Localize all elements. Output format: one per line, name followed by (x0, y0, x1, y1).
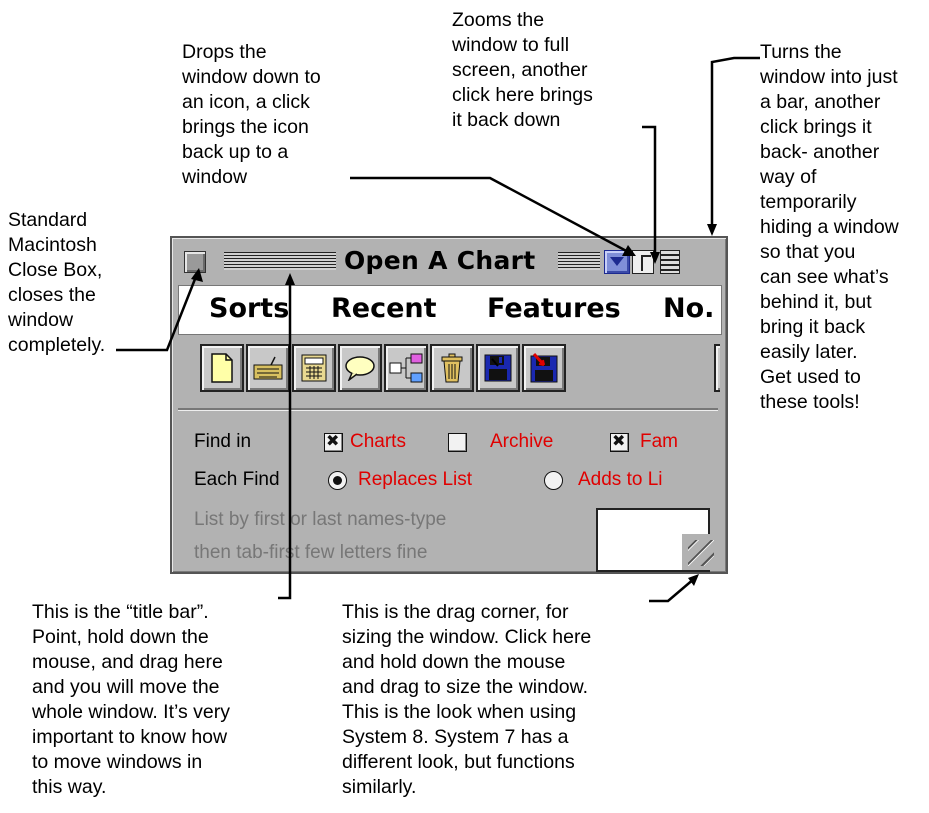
arrowhead-windowshade (707, 224, 717, 236)
flowchart-button[interactable] (384, 344, 428, 392)
size-box[interactable] (682, 534, 718, 570)
annotation-zoom: Zooms the window to full screen, another… (452, 9, 593, 131)
charts-label: Charts (350, 431, 406, 452)
title-bar[interactable]: Open A Chart (176, 242, 722, 280)
annotation-drag-corner: This is the drag corner, for sizing the … (342, 601, 592, 798)
leader-drag-corner (649, 577, 696, 603)
adds-to-list-radio[interactable] (544, 471, 563, 490)
more-tools-button[interactable] (714, 344, 720, 392)
fam-checkbox[interactable] (610, 431, 629, 452)
menu-recent[interactable]: Recent (331, 293, 437, 324)
leader-windowshade (710, 56, 760, 230)
open-a-chart-window: Open A Chart Sorts Recent Features No. (170, 236, 728, 574)
adds-to-list-label: Adds to Li (578, 469, 663, 490)
save-button[interactable] (476, 344, 520, 392)
speech-bubble-icon (345, 356, 375, 381)
toolbar (178, 341, 720, 403)
menu-sorts[interactable]: Sorts (209, 293, 290, 324)
zoom-button[interactable] (632, 250, 654, 274)
close-box[interactable] (184, 251, 206, 273)
archive-label: Archive (490, 431, 554, 452)
annotation-title-bar: This is the “title bar”. Point, hold dow… (32, 601, 230, 798)
divider (178, 408, 718, 410)
flowchart-icon (389, 353, 423, 383)
windowshade-button[interactable] (660, 250, 680, 274)
replaces-list-label: Replaces List (358, 469, 473, 490)
replaces-list-radio[interactable] (328, 471, 347, 490)
fam-label: Fam (640, 431, 678, 452)
each-find-label: Each Find (194, 469, 280, 490)
menu-bar: Sorts Recent Features No. (178, 285, 722, 335)
save-disk-icon (484, 354, 512, 382)
save-as-button[interactable] (522, 344, 566, 392)
trash-icon (441, 353, 463, 383)
charts-checkbox[interactable] (324, 431, 343, 452)
hint-line-1: List by first or last names-type (194, 509, 447, 530)
save-as-disk-icon (530, 353, 558, 383)
archive-checkbox[interactable] (448, 433, 467, 452)
calculator-icon (301, 354, 327, 382)
title-bar-stripes (224, 252, 336, 270)
menu-features[interactable]: Features (487, 293, 621, 324)
trash-button[interactable] (430, 344, 474, 392)
annotation-windowshade: Turns the window into just a bar, anothe… (760, 41, 899, 413)
keyboard-icon (253, 356, 283, 380)
new-document-button[interactable] (200, 344, 244, 392)
hint-line-2: then tab-first few letters fine (194, 542, 428, 563)
new-document-icon (211, 353, 233, 383)
arrowhead-drag-corner (688, 574, 699, 586)
find-in-label: Find in (194, 431, 252, 452)
calculator-button[interactable] (292, 344, 336, 392)
window-title: Open A Chart (344, 246, 536, 275)
menu-no[interactable]: No. (663, 293, 715, 324)
speech-bubble-button[interactable] (338, 344, 382, 392)
collapse-button[interactable] (604, 250, 630, 274)
title-bar-stripes (558, 252, 600, 270)
keyboard-button[interactable] (246, 344, 290, 392)
annotation-close-box: Standard Macintosh Close Box, closes the… (8, 209, 106, 356)
annotation-collapse: Drops the window down to an icon, a clic… (182, 41, 321, 188)
